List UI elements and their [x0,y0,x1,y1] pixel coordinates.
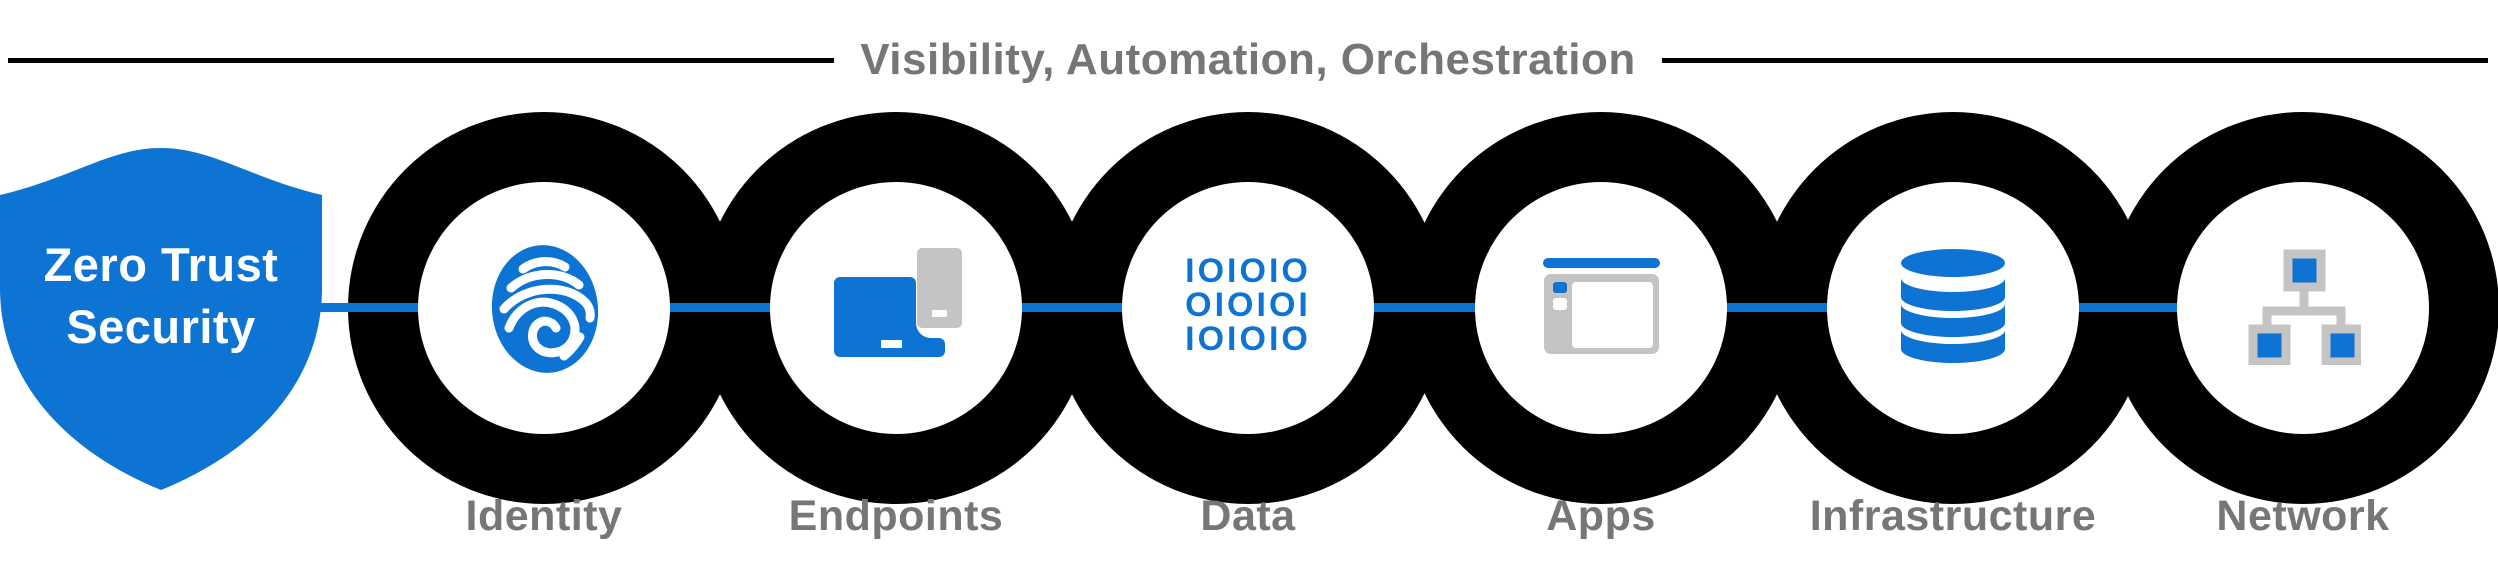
laptop-and-phone-icon [834,248,962,357]
binary-data-icon: IOIOIO OIOIOI IOIOIO [1148,254,1348,356]
node-label-infrastructure: Infrastructure [1809,492,2097,540]
divider-line-right [1661,57,2489,63]
node-label-identity: Identity [465,492,623,540]
diagram-title: Visibility, Automation, Orchestration [860,35,1636,84]
inner-circle-data [1122,182,1374,434]
database-icon [1901,249,2005,363]
shield-title: Zero Trust Security [0,234,322,358]
node-label-apps: Apps [1546,492,1656,540]
network-node-top [2283,249,2326,292]
binary-row: IOIOIO [1185,252,1311,290]
network-node-left [2248,324,2291,365]
shield-title-line1: Zero Trust [43,238,279,291]
laptop-shape [834,277,945,357]
phone-shape [917,248,962,328]
binary-row: OIOIOI [1185,286,1311,324]
shield-icon [0,148,322,490]
zero-trust-shield: Zero Trust Security [0,148,322,490]
network-node-right [2321,324,2361,365]
network-tree-icon [2248,249,2361,365]
shield-title-line2: Security [66,300,256,353]
divider-line-left [8,57,835,63]
window-titlebar [1543,258,1660,268]
window-content [1572,282,1653,348]
node-label-endpoints: Endpoints [788,492,1004,540]
binary-row: IOIOIO [1185,320,1311,358]
node-label-data: Data [1200,492,1296,540]
top-band: Visibility, Automation, Orchestration [8,30,2489,90]
node-label-network: Network [2216,492,2390,540]
app-window-icon [1543,258,1660,354]
fingerprint-icon [491,245,599,373]
